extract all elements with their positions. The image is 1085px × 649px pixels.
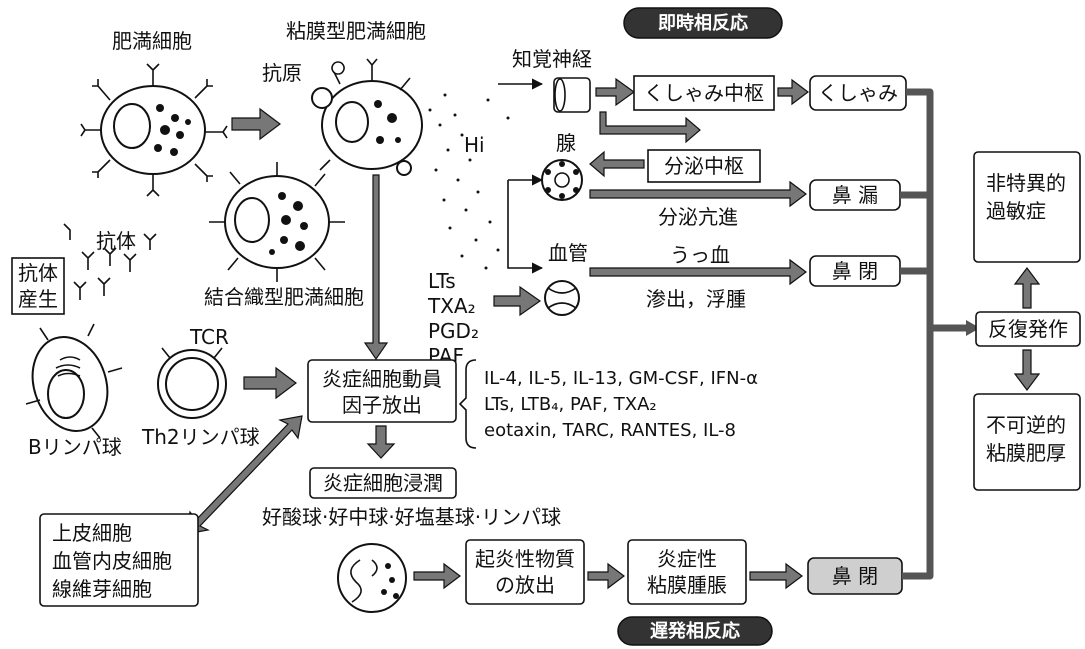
mucosal-mast-cell-label: 粘膜型肥満細胞 — [286, 19, 426, 43]
connective-mast-cell-label: 結合織型肥満細胞 — [204, 285, 364, 309]
infiltrating-cell — [338, 544, 406, 612]
gland-icon — [542, 160, 582, 200]
secretion-increase-label: 分泌亢進 — [658, 205, 738, 229]
arrow-repeated-to-hypersensitivity — [1015, 268, 1039, 308]
arrow-nerve-to-secretion-center — [600, 112, 700, 142]
exudation-label: 渗出，浮腫 — [646, 287, 746, 311]
arrow-release-to-swelling — [588, 564, 624, 588]
svg-text:非特異的: 非特異的 — [986, 171, 1066, 195]
mediator-pgd2: PGD₂ — [428, 319, 479, 343]
repeated-attacks-box: 反復発作 — [976, 312, 1080, 346]
hypersensitivity-box: 非特異的 過敏症 — [974, 152, 1080, 262]
immediate-reaction-pill: 即時相反応 — [624, 8, 782, 38]
gland-label: 腺 — [556, 131, 576, 155]
factor-line-2: LTs, LTB₄, PAF, TXA₂ — [484, 394, 657, 415]
nasal-block-box: 鼻 閉 — [810, 256, 900, 286]
hi-to-vessel-line — [508, 180, 542, 268]
mediator-lts: LTs — [428, 269, 456, 293]
arrow-sneeze-center-to-sneeze — [778, 80, 808, 104]
factor-bracket — [460, 360, 476, 448]
antigen-label: 抗原 — [262, 61, 302, 85]
late-reaction-pill: 遅発相反応 — [618, 617, 772, 645]
mobilization-box: 炎症細胞動員 因子放出 — [308, 360, 456, 422]
mucosal-mast-cell — [312, 59, 422, 175]
th2-label: Th2リンパ球 — [141, 425, 260, 449]
factor-line-1: IL-4, IL-5, IL-13, GM-CSF, IFN-α — [484, 368, 758, 389]
arrow-nerve-to-sneeze-center — [596, 79, 634, 105]
svg-text:遅発相反応: 遅発相反応 — [650, 620, 740, 642]
svg-text:血管内皮細胞: 血管内皮細胞 — [52, 549, 172, 573]
arrow-th2-to-mobilization — [244, 368, 296, 398]
svg-text:炎症細胞動員: 炎症細胞動員 — [322, 367, 442, 391]
svg-text:即時相反応: 即時相反応 — [658, 12, 748, 34]
swelling-box: 炎症性 粘膜腫脹 — [628, 540, 746, 604]
arrow-swelling-to-late-block — [750, 564, 802, 588]
antibody-production-box: 抗体 産生 — [12, 258, 64, 314]
svg-text:産生: 産生 — [18, 287, 58, 311]
svg-text:抗体: 抗体 — [18, 261, 58, 285]
release-box: 起炎性物質 の放出 — [466, 540, 584, 604]
b-lymphocyte-label: Bリンパ球 — [28, 435, 122, 459]
arrow-mobilization-to-infiltration — [368, 426, 394, 458]
vessel-icon — [545, 281, 579, 315]
svg-text:炎症細胞浸潤: 炎症細胞浸潤 — [323, 471, 443, 495]
tcr-label: TCR — [189, 325, 229, 349]
svg-text:不可逆的: 不可逆的 — [986, 413, 1066, 437]
svg-text:くしゃみ: くしゃみ — [818, 81, 898, 105]
factor-line-3: eotaxin, TARC, RANTES, IL-8 — [484, 420, 736, 441]
svg-text:上皮細胞: 上皮細胞 — [52, 521, 132, 545]
arrow-mediators-to-vessel — [494, 287, 540, 315]
sneeze-center-box: くしゃみ中枢 — [634, 76, 774, 110]
mediator-txa2: TXA₂ — [427, 294, 476, 318]
sensory-nerve-label: 知覚神経 — [512, 47, 592, 71]
arrow-cell-to-release — [414, 564, 460, 588]
arrow-secretion-center-to-gland — [590, 152, 644, 176]
congestion-label: うっ血 — [670, 243, 730, 267]
connective-mast-cell — [209, 162, 345, 282]
arrow-repeated-to-thickening — [1015, 350, 1039, 390]
rhinorrhea-box: 鼻 漏 — [810, 180, 900, 210]
antibody-label: 抗体 — [96, 229, 136, 253]
svg-text:炎症性: 炎症性 — [657, 547, 717, 571]
secretion-center-box: 分泌中枢 — [648, 150, 760, 182]
svg-text:くしゃみ中枢: くしゃみ中枢 — [644, 81, 764, 105]
sneeze-box: くしゃみ — [810, 76, 906, 110]
svg-text:粘膜肥厚: 粘膜肥厚 — [986, 441, 1066, 465]
svg-text:起炎性物質: 起炎性物質 — [475, 547, 575, 571]
th2-lymphocyte — [158, 348, 226, 418]
arrow-gland-to-rhinorrhea — [590, 182, 806, 206]
svg-text:鼻 閉: 鼻 閉 — [832, 564, 878, 588]
late-nasal-block-box: 鼻 閉 — [808, 558, 902, 594]
mast-cell — [81, 64, 227, 196]
sensory-nerve-icon — [554, 78, 590, 112]
svg-text:線維芽細胞: 線維芽細胞 — [52, 577, 152, 601]
thickening-box: 不可逆的 粘膜肥厚 — [974, 394, 1080, 490]
svg-text:鼻 漏: 鼻 漏 — [832, 183, 878, 207]
arrow-mast-to-mucosal — [232, 109, 280, 139]
collector-pipe — [900, 92, 970, 576]
histamine-label: Hi — [464, 133, 485, 157]
mast-cell-label: 肥満細胞 — [112, 29, 192, 53]
svg-text:の放出: の放出 — [495, 573, 555, 597]
svg-text:反復発作: 反復発作 — [988, 317, 1068, 341]
arrow-mast-to-mobilization — [365, 175, 387, 359]
b-lymphocyte — [21, 324, 122, 441]
svg-text:鼻 閉: 鼻 閉 — [832, 259, 878, 283]
vessel-label: 血管 — [548, 241, 588, 265]
infiltration-box: 炎症細胞浸潤 — [310, 468, 456, 498]
svg-text:因子放出: 因子放出 — [342, 393, 422, 417]
svg-text:粘膜腫脹: 粘膜腫脹 — [647, 573, 727, 597]
svg-text:分泌中枢: 分泌中枢 — [664, 154, 744, 178]
tissue-cells-box: 上皮細胞 血管内皮細胞 線維芽細胞 — [40, 514, 198, 606]
infiltrating-cells-label: 好酸球·好中球·好塩基球·リンパ球 — [262, 505, 561, 529]
histamine-release-dots — [429, 94, 510, 270]
svg-text:過敏症: 過敏症 — [986, 199, 1046, 223]
